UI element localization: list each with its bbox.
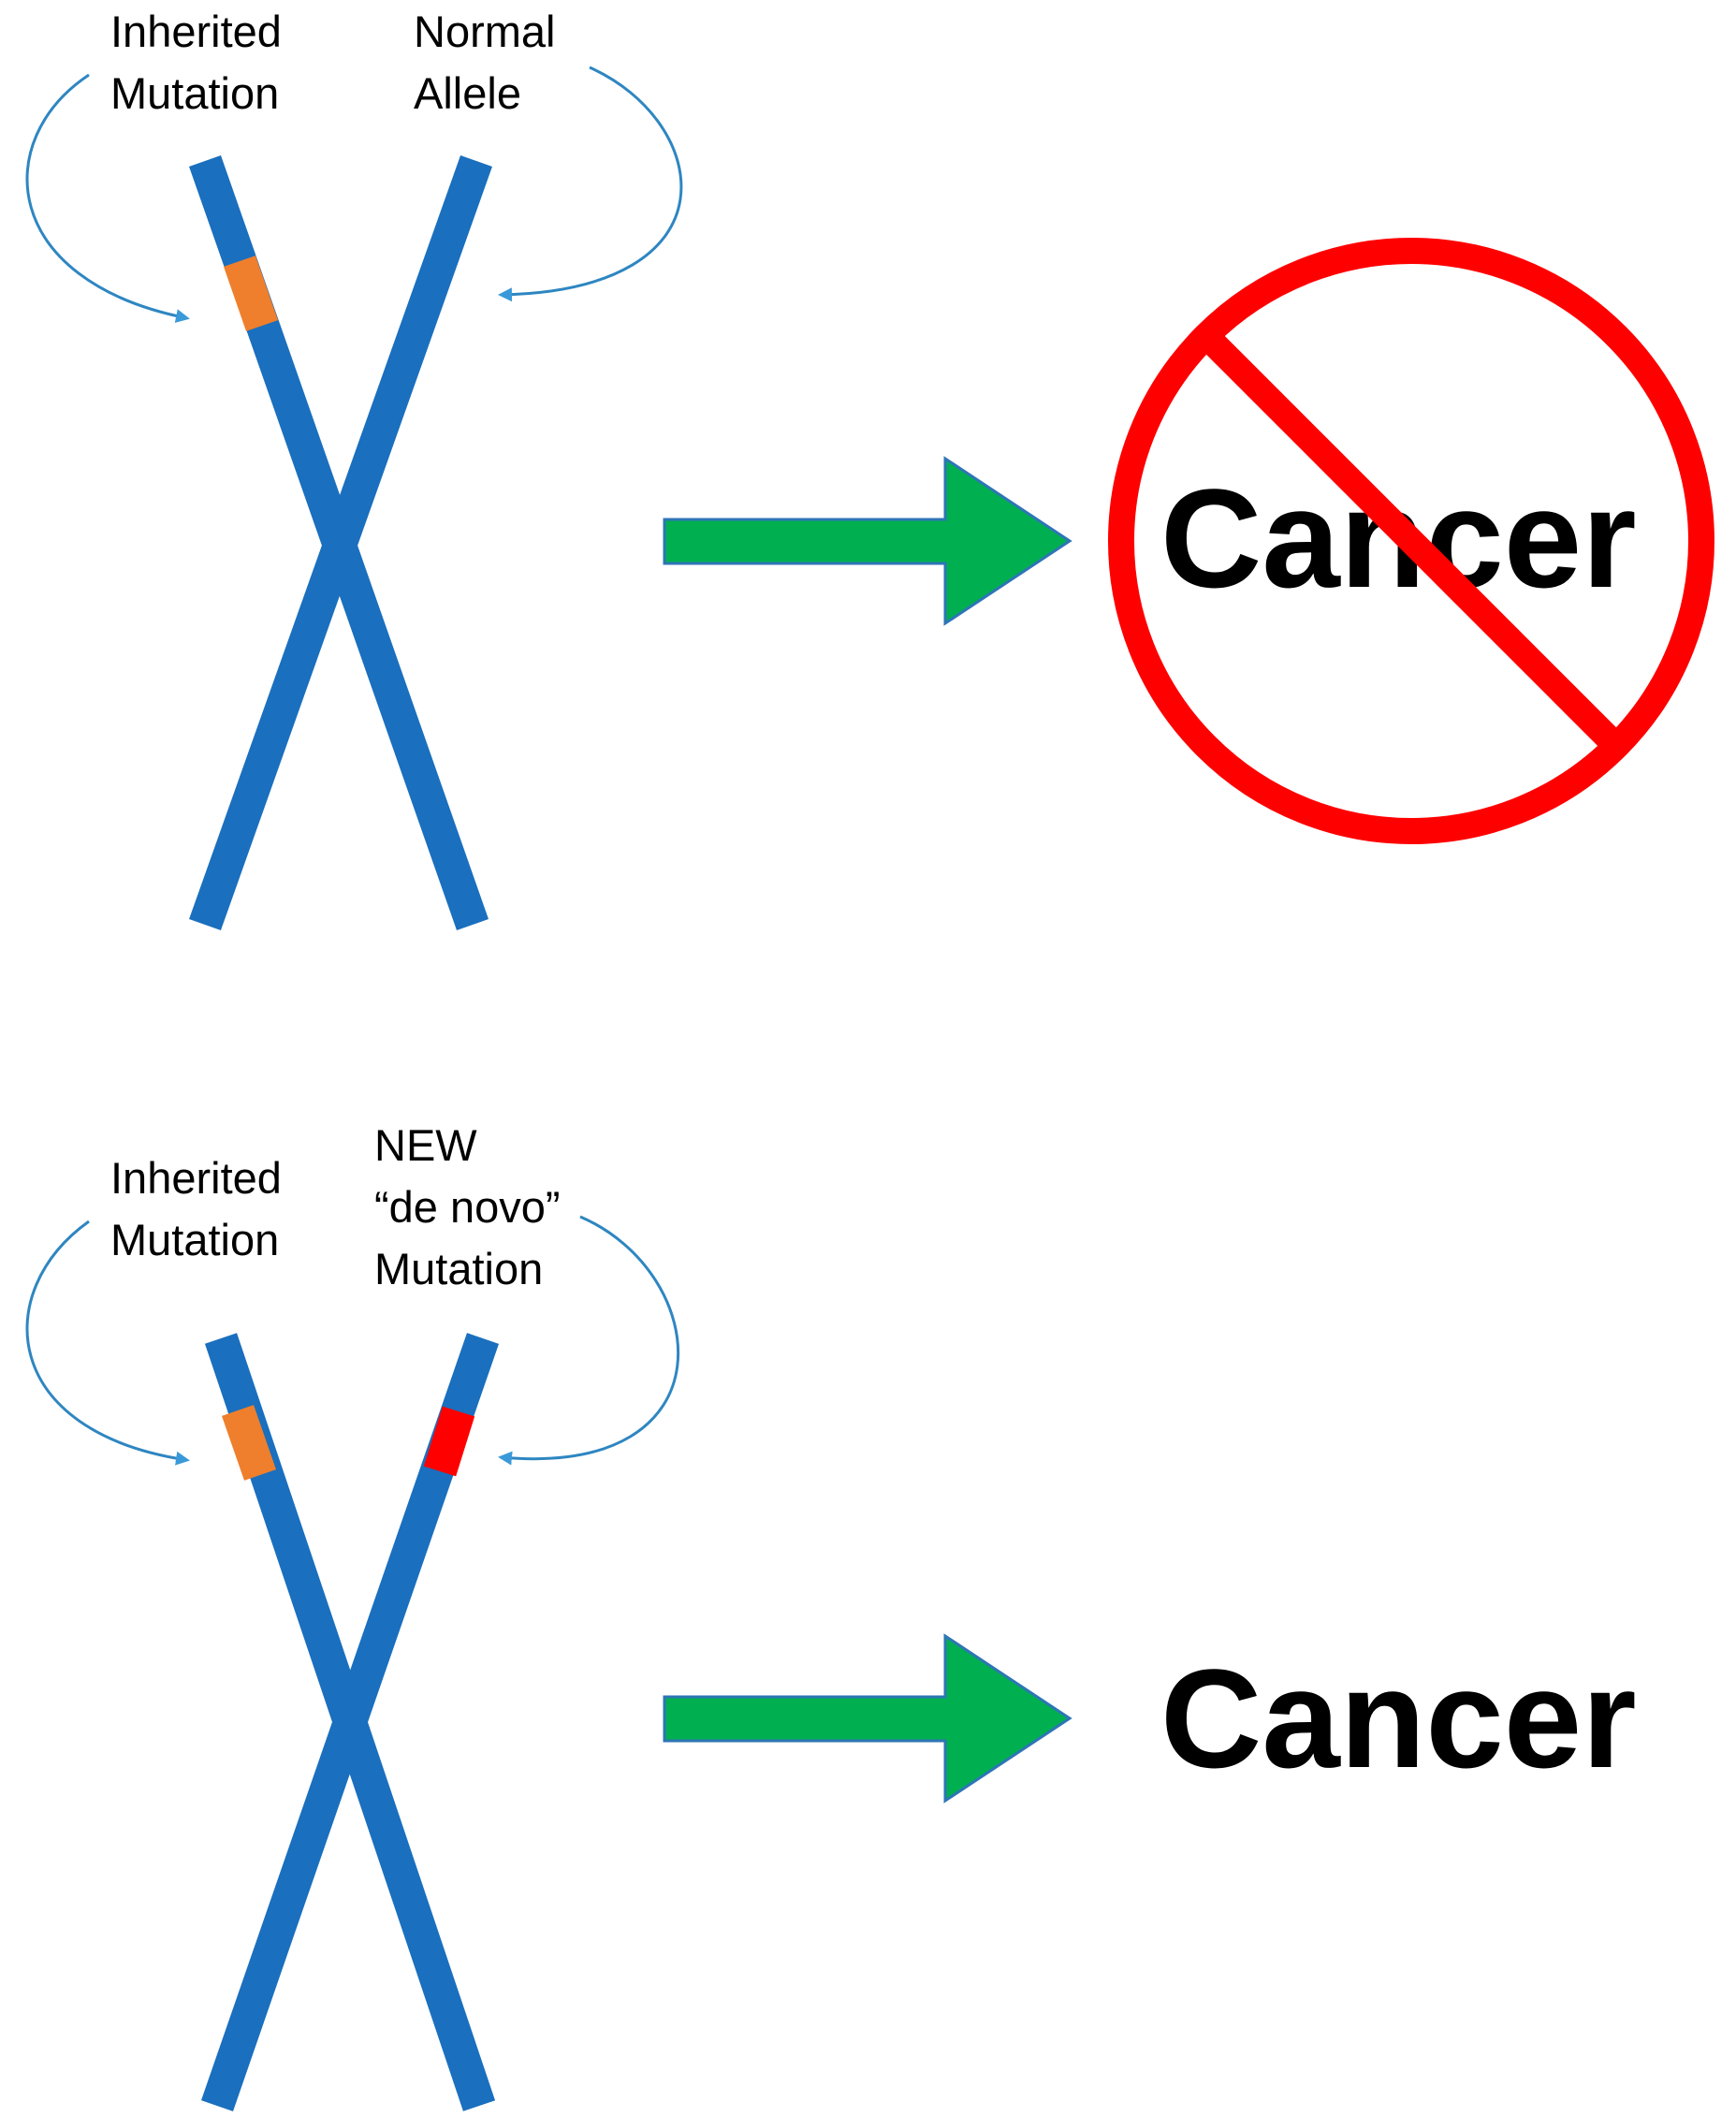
inherited-mutation-label-line-1: Inherited [110, 1153, 282, 1203]
right-arrow-icon [663, 456, 1072, 626]
de-novo-mutation-label-line-3: Mutation [374, 1244, 543, 1293]
panel-bottom: Inherited Mutation NEW “de novo” Mutatio… [25, 1120, 1637, 2111]
inherited-mutation-label-line-2: Mutation [110, 1215, 279, 1264]
pointer-arrow-inherited-top [25, 73, 190, 323]
prohibition-slash [1197, 327, 1626, 755]
normal-allele-label-line-2: Allele [414, 68, 521, 118]
prohibition-icon [1108, 238, 1714, 844]
normal-allele-label: Normal Allele [414, 7, 568, 118]
chromosome-pair-top [189, 154, 492, 931]
right-arrow-icon [663, 1633, 1072, 1804]
pointer-arrow-inherited-bottom [25, 1220, 190, 1466]
prohibition-circle [1108, 238, 1714, 844]
de-novo-mutation-label-line-2: “de novo” [374, 1182, 561, 1232]
inherited-mutation-band [221, 1405, 277, 1481]
panel-top: Inherited Mutation Normal Allele Cancer [25, 7, 1714, 931]
inherited-mutation-label-line-2: Mutation [110, 68, 279, 118]
de-novo-mutation-band [423, 1406, 475, 1477]
de-novo-mutation-label: NEW “de novo” Mutation [374, 1120, 573, 1293]
inherited-mutation-label-line-1: Inherited [110, 7, 282, 56]
inherited-mutation-band [223, 256, 279, 331]
pointer-arrow-de-novo [498, 1215, 679, 1466]
pointer-arrow-normal-allele [498, 66, 683, 302]
normal-allele-label-line-1: Normal [414, 7, 555, 56]
de-novo-mutation-label-line-1: NEW [374, 1120, 477, 1170]
chromosome-pair-bottom [200, 1333, 500, 2111]
outcome-label: Cancer [1160, 1640, 1637, 1797]
inherited-mutation-label: Inherited Mutation [110, 7, 294, 118]
inherited-mutation-label: Inherited Mutation [110, 1153, 294, 1264]
chromosome-right-arm [189, 154, 492, 931]
